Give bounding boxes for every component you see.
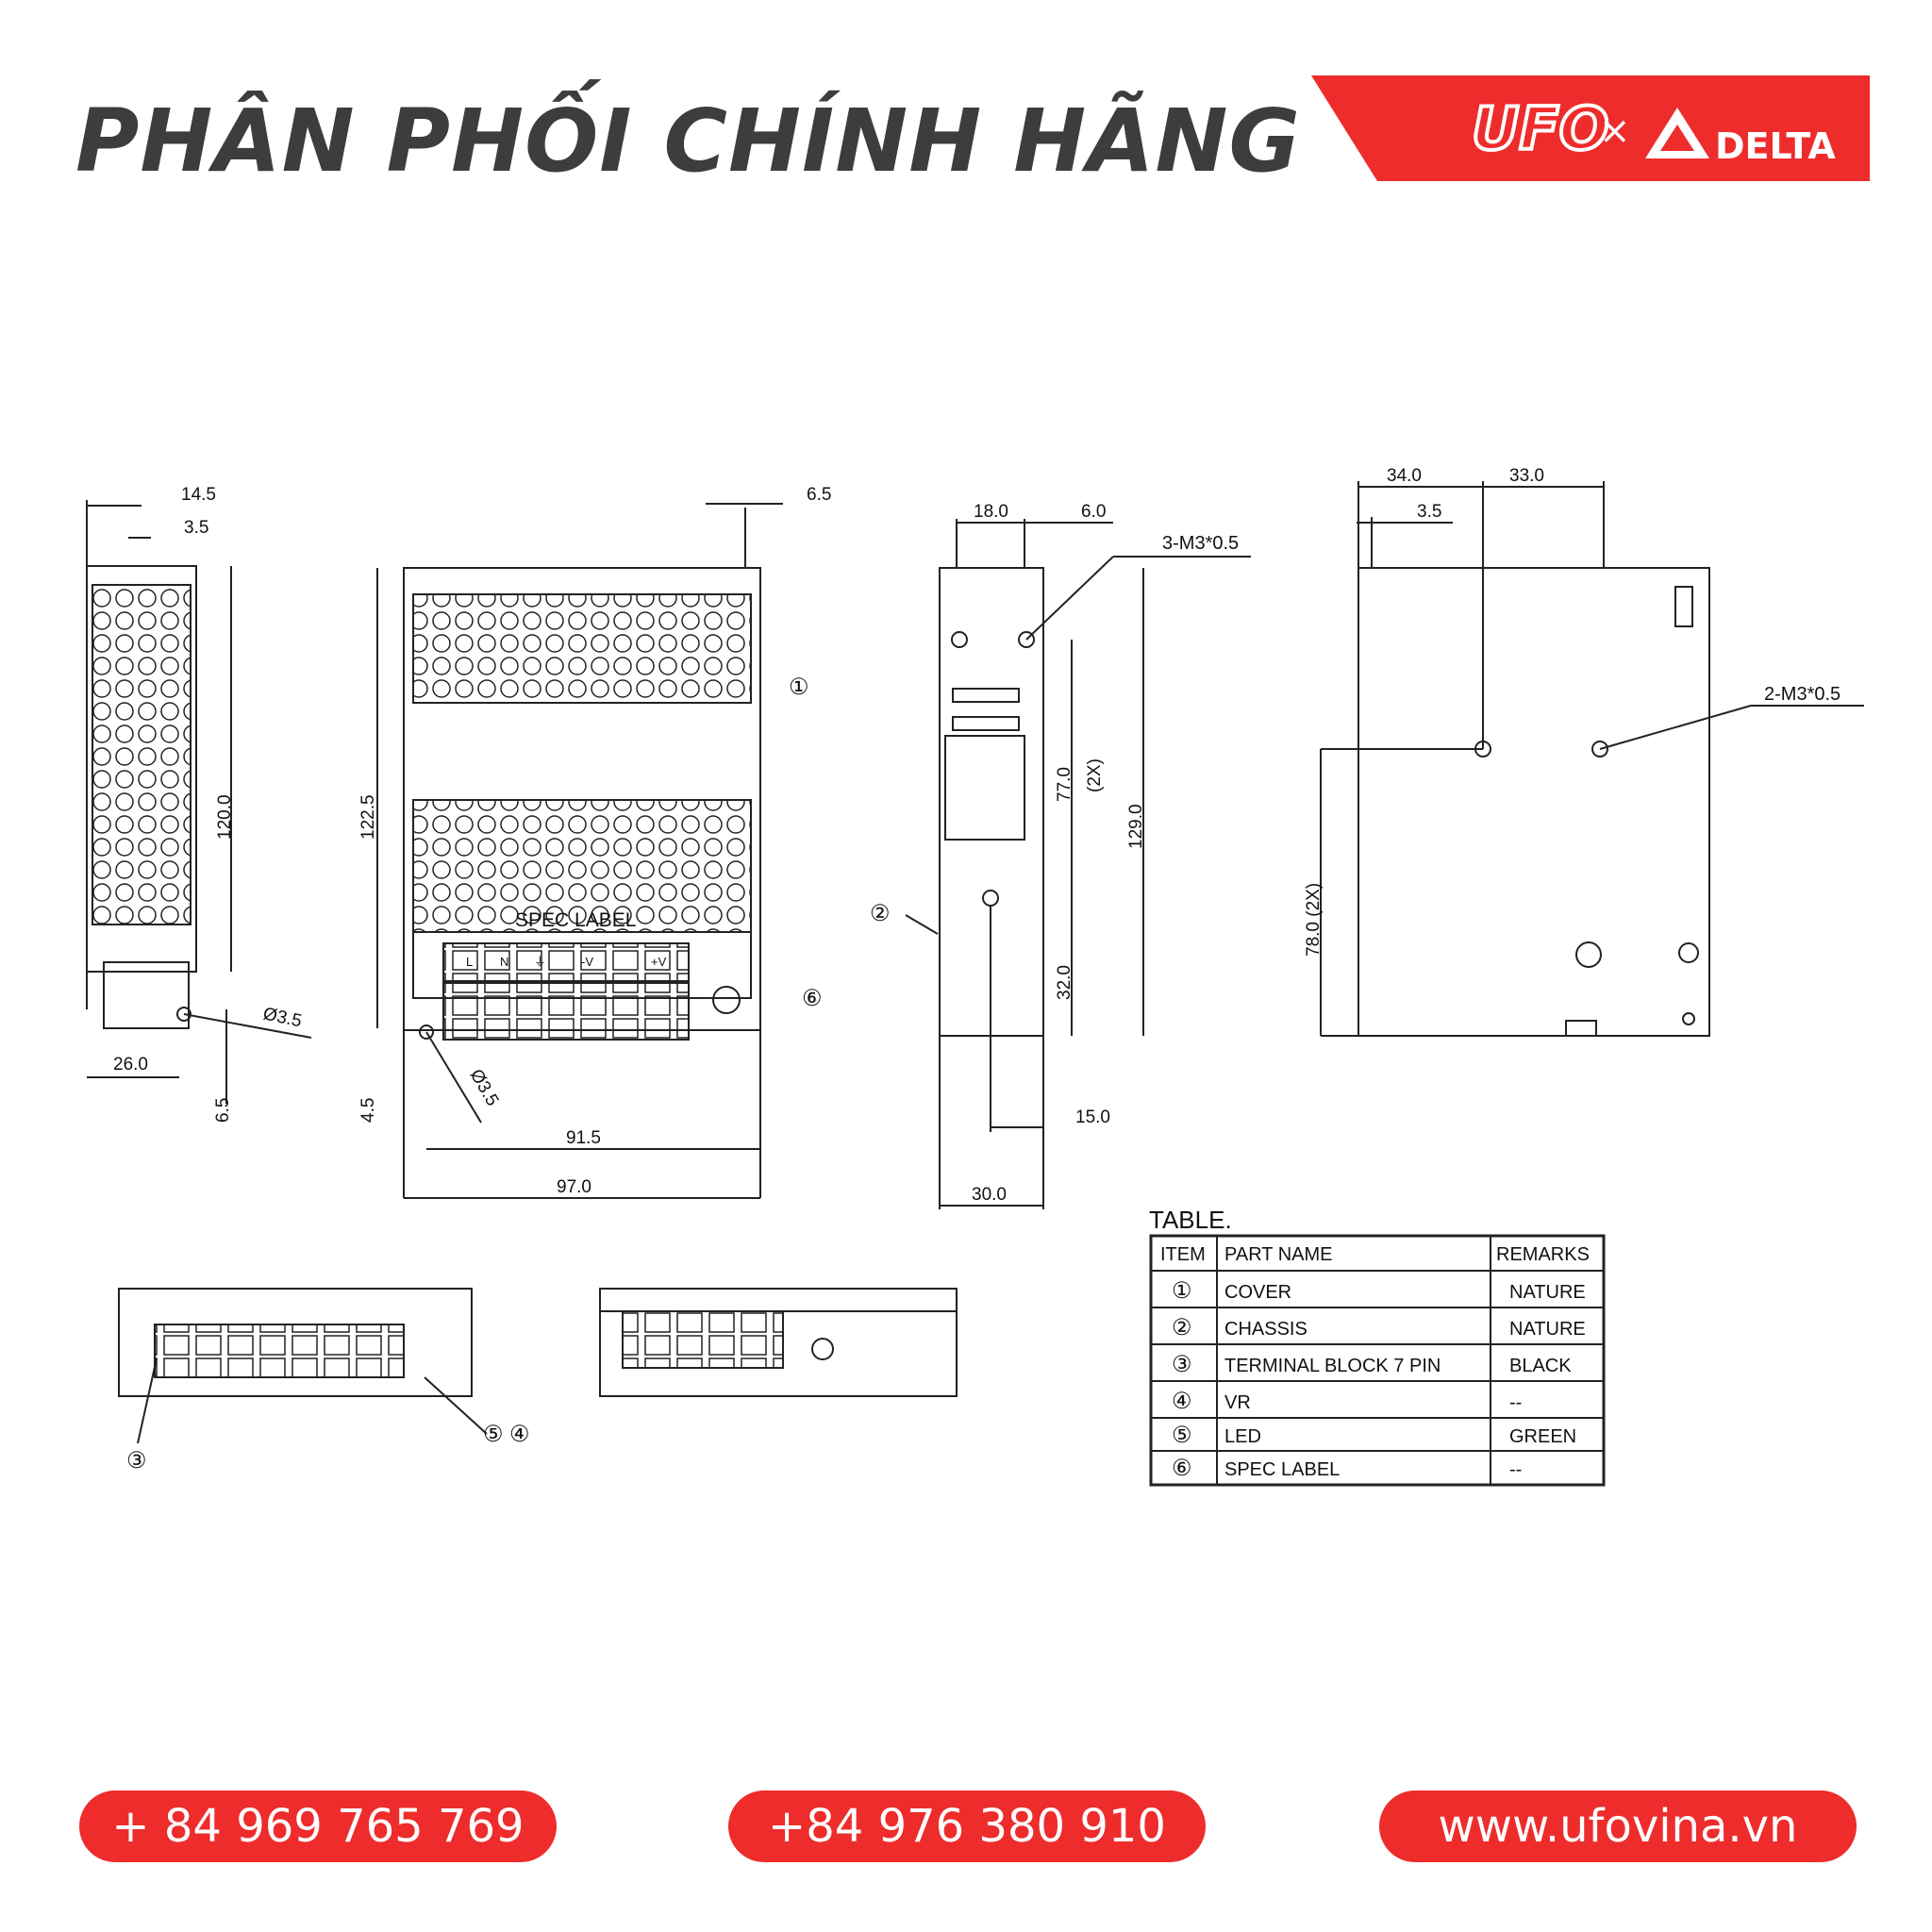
dim-back-left: 34.0 <box>1387 466 1422 486</box>
callout-led: ⑤ <box>483 1422 504 1447</box>
dim-back-height: 78.0 (2X) <box>1304 883 1324 957</box>
dim-front-hole-span: 91.5 <box>566 1128 601 1148</box>
top-view <box>599 1288 958 1397</box>
table-row-1-item: ① <box>1172 1278 1192 1304</box>
table-row-6-item: ⑥ <box>1172 1456 1192 1481</box>
table-row-1-part: COVER <box>1224 1282 1291 1303</box>
dim-front-offset: 6.5 <box>807 485 831 505</box>
edge-view: 18.0 6.0 77.0 (2X) 129.0 32.0 15.0 30.0 … <box>870 502 1251 1209</box>
screw-note-edge: 3-M3*0.5 <box>1162 533 1239 554</box>
dim-back-right: 33.0 <box>1509 466 1544 486</box>
table-row-1-remarks: NATURE <box>1509 1282 1586 1303</box>
table-row-2-remarks: NATURE <box>1509 1319 1586 1340</box>
dim-edge-height: 129.0 <box>1126 804 1146 849</box>
callout-spec-label: ⑥ <box>802 986 823 1011</box>
dim-edge-hole-span: 77.0 <box>1055 767 1074 802</box>
table-row-5-item: ⑤ <box>1172 1423 1192 1448</box>
dim-side-width: 14.5 <box>181 485 216 505</box>
dim-edge-offset: 15.0 <box>1075 1108 1110 1127</box>
side-view: 14.5 3.5 120.0 Ø3.5 26.0 6.5 <box>86 485 312 1123</box>
dim-front-height: 122.5 <box>358 794 378 840</box>
mechanical-drawing: 14.5 3.5 120.0 Ø3.5 26.0 6.5 6.5 122.5 4… <box>86 466 1864 1487</box>
table-row-4-part: VR <box>1224 1392 1251 1413</box>
dim-edge-left: 18.0 <box>974 502 1008 522</box>
front-view: 6.5 122.5 4.5 Ø3.5 91.5 97.0 SPEC LABEL … <box>358 485 831 1199</box>
dim-side-bottom: 26.0 <box>113 1055 148 1074</box>
table-row-6-part: SPEC LABEL <box>1224 1459 1340 1480</box>
terminal-label-plus-v: +V <box>651 955 667 969</box>
screw-note-back: 2-M3*0.5 <box>1764 684 1840 705</box>
table-title: TABLE. <box>1149 1206 1232 1234</box>
bottom-view: ③ ⑤ ④ <box>118 1288 530 1474</box>
dim-edge-right: 6.0 <box>1081 502 1106 522</box>
table-row-6-remarks: -- <box>1509 1459 1522 1480</box>
table-row-2-part: CHASSIS <box>1224 1319 1307 1340</box>
dim-side-foot: 6.5 <box>213 1098 233 1123</box>
table-row-3-remarks: BLACK <box>1509 1356 1572 1376</box>
dim-edge-bottom: 32.0 <box>1055 965 1074 1000</box>
table-header-part: PART NAME <box>1224 1244 1332 1265</box>
dim-side-hole: 3.5 <box>184 518 208 538</box>
parts-table: TABLE. ITEM PART NAME REMARKS ① COVER NATU… <box>1149 1206 1606 1487</box>
website-button[interactable]: www.ufovina.vn <box>1379 1790 1857 1862</box>
callout-vr: ④ <box>509 1422 530 1447</box>
dim-side-height: 120.0 <box>215 794 235 840</box>
headline: PHÂN PHỐI CHÍNH HÃNG <box>75 91 1302 192</box>
table-header-item: ITEM <box>1160 1244 1206 1265</box>
ufo-logo: UFO <box>1472 94 1608 163</box>
delta-triangle-icon <box>1645 108 1709 158</box>
table-row-3-item: ③ <box>1172 1352 1192 1377</box>
table-row-4-remarks: -- <box>1509 1392 1522 1413</box>
dim-front-foot: 4.5 <box>358 1098 378 1123</box>
phone-2-text: +84 976 380 910 <box>768 1800 1166 1853</box>
table-header-remarks: REMARKS <box>1496 1244 1590 1265</box>
phone-2-button[interactable]: +84 976 380 910 <box>728 1790 1206 1862</box>
callout-chassis: ② <box>870 901 891 926</box>
spec-label-text: SPEC LABEL <box>515 909 636 931</box>
website-text: www.ufovina.vn <box>1438 1800 1798 1853</box>
terminal-label-minus-v: -V <box>581 955 593 969</box>
table-row-3-part: TERMINAL BLOCK 7 PIN <box>1224 1356 1441 1376</box>
table-row-4-item: ④ <box>1172 1389 1192 1414</box>
dim-back-hole: 3.5 <box>1417 502 1441 522</box>
brand-banner: UFO × DELTA <box>1311 75 1870 181</box>
callout-terminal-block: ③ <box>126 1448 147 1474</box>
phone-1-text: + 84 969 765 769 <box>111 1800 525 1853</box>
back-view: 34.0 33.0 3.5 78.0 (2X) 2-M3*0.5 <box>1304 466 1864 1037</box>
brand-separator: × <box>1599 109 1631 153</box>
callout-cover: ① <box>789 675 809 700</box>
phone-1-button[interactable]: + 84 969 765 769 <box>79 1790 557 1862</box>
terminal-label-l: L <box>466 955 473 969</box>
table-row-5-part: LED <box>1224 1426 1261 1447</box>
terminal-label-n: N <box>500 955 508 969</box>
dim-front-width: 97.0 <box>557 1177 591 1197</box>
dim-front-hole-dia: Ø3.5 <box>466 1066 503 1109</box>
dim-edge-depth: 30.0 <box>972 1185 1007 1205</box>
table-row-5-remarks: GREEN <box>1509 1426 1576 1447</box>
dim-edge-2x: (2X) <box>1085 758 1105 792</box>
table-row-2-item: ② <box>1172 1315 1192 1341</box>
delta-logo: DELTA <box>1715 125 1836 167</box>
dim-side-hole-dia: Ø3.5 <box>261 1004 304 1031</box>
terminal-label-ground: ⏚ <box>534 955 546 969</box>
